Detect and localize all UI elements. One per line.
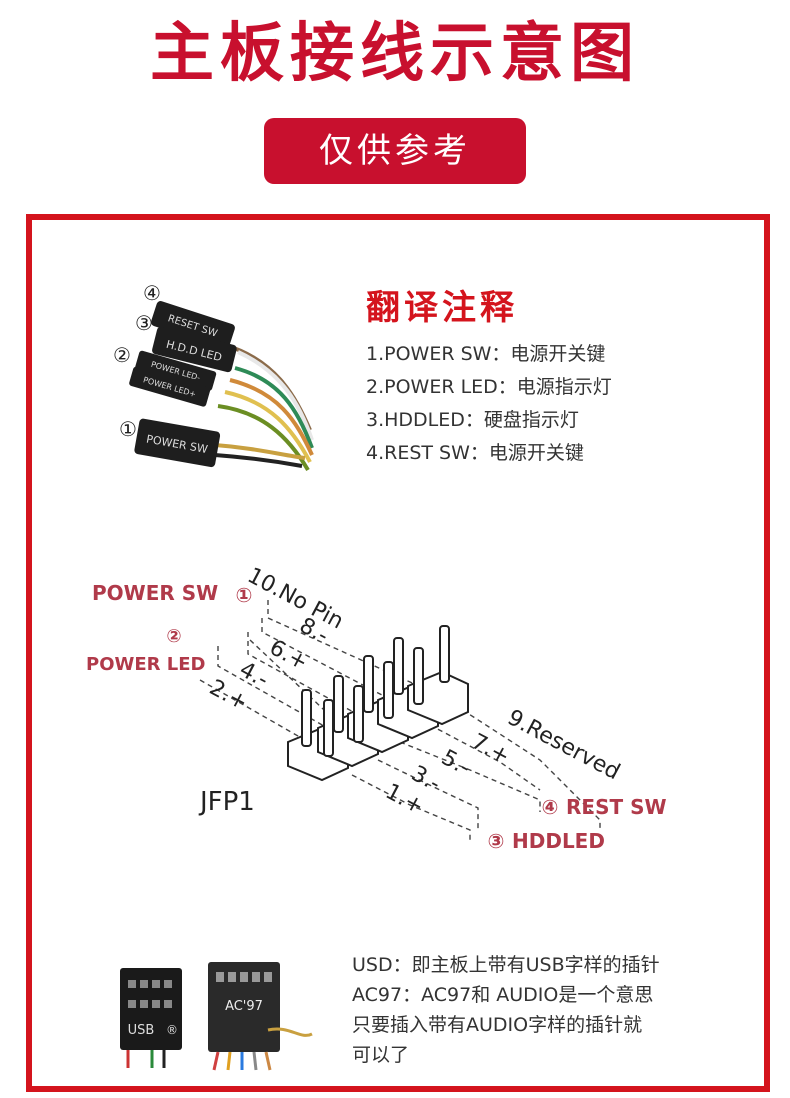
front-panel-cables: RESET SW H.D.D LED POWER LED- POWER LED+…	[113, 281, 314, 472]
note-line: AC97：AC97和 AUDIO是一个意思	[352, 984, 654, 1006]
note-line: USD：即主板上带有USB字样的插针	[352, 954, 660, 976]
connector-number: ①	[119, 417, 137, 441]
connector-number: ③	[135, 311, 153, 335]
translation-item: 4.REST SW：电源开关键	[366, 442, 584, 464]
translation-title: 翻译注释	[366, 288, 518, 328]
translation-item: 1.POWER SW：电源开关键	[366, 343, 606, 365]
connector-number: ②	[113, 343, 131, 367]
callout-label: HDDLED	[512, 829, 605, 853]
usb-label: USB	[128, 1023, 155, 1038]
pin-label: 10.No Pin	[243, 563, 347, 634]
jfp1-diagram: 10.No Pin 8.- 6.+ 4.- 2.+ 9.Reserved 7.+…	[86, 563, 667, 853]
usb-audio-note: USD：即主板上带有USB字样的插针 AC97：AC97和 AUDIO是一个意思…	[352, 950, 742, 1070]
translation-list: 1.POWER SW：电源开关键 2.POWER LED：电源指示灯 3.HDD…	[366, 338, 612, 470]
ac97-label: AC'97	[225, 999, 263, 1014]
connector-number: ④	[143, 281, 161, 305]
translation-item: 2.POWER LED：电源指示灯	[366, 376, 612, 398]
note-line: 可以了	[352, 1044, 410, 1066]
callout-label: POWER LED	[86, 654, 205, 675]
callout-number: ③	[488, 829, 505, 853]
content-frame	[26, 214, 770, 1092]
callout-label: POWER SW	[92, 581, 218, 605]
usb-ac97-headers: USB ® AC'97	[120, 962, 313, 1071]
pin-label: 9.Reserved	[503, 705, 624, 785]
reference-badge: 仅供参考	[264, 118, 526, 184]
note-line: 只要插入带有AUDIO字样的插针就	[352, 1014, 643, 1036]
pin-label: 7.+	[467, 729, 514, 770]
page-title: 主板接线示意图	[150, 17, 640, 91]
header-name: JFP1	[198, 787, 255, 817]
callout-label: REST SW	[566, 795, 667, 819]
callout-number: ①	[236, 583, 253, 607]
translation-item: 3.HDDLED：硬盘指示灯	[366, 409, 579, 431]
callout-number: ②	[166, 626, 181, 647]
callout-number: ④	[542, 795, 559, 819]
usb-registered-mark: ®	[166, 1023, 178, 1037]
